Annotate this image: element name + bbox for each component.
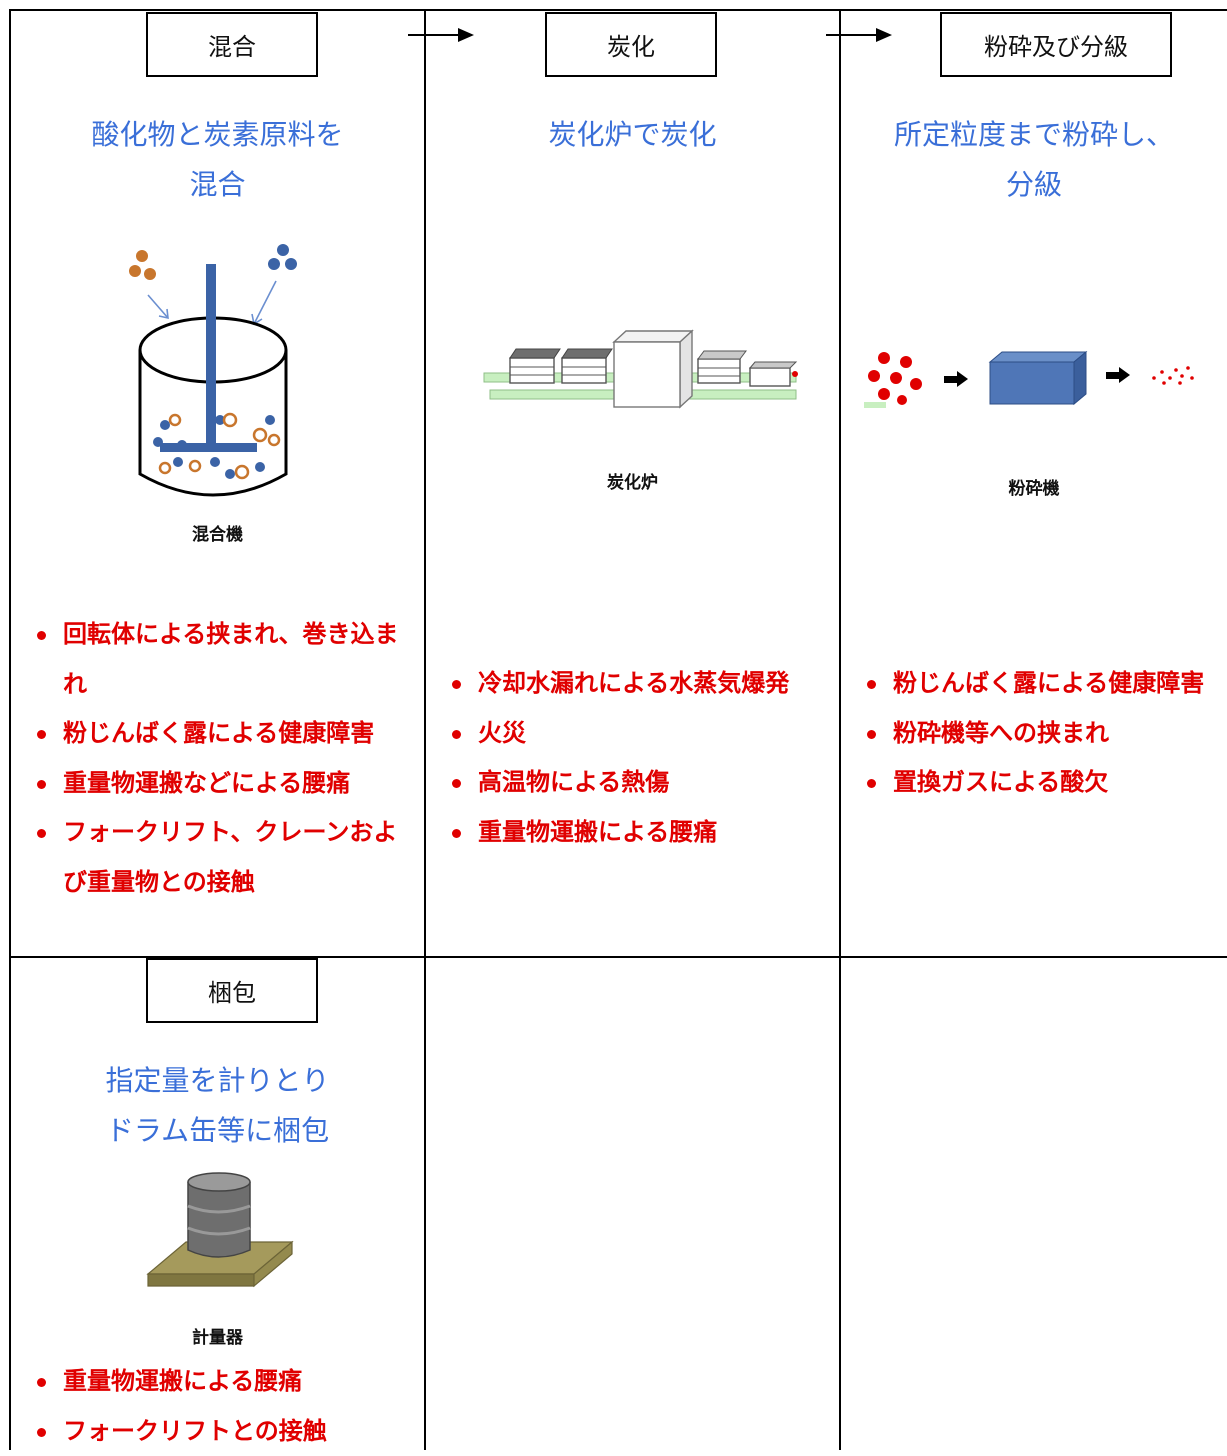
right-arrow-icon <box>1106 367 1130 383</box>
description-line: 酸化物と炭素原料を <box>11 110 424 160</box>
hazard-item: 火災 <box>440 709 835 759</box>
description-line: 分級 <box>841 160 1227 210</box>
description-line: 所定粒度まで粉砕し、 <box>841 110 1227 160</box>
flow-arrow-1 <box>408 26 478 46</box>
hazard-list-carbonization: 冷却水漏れによる水蒸気爆発 火災 高温物による熱傷 重量物運搬による腰痛 <box>440 659 835 857</box>
right-arrow-icon <box>944 371 968 387</box>
hazard-list-mixing: 回転体による挟まれ、巻き込まれ 粉じんばく露による健康障害 重量物運搬などによる… <box>25 610 400 907</box>
table-border-top <box>9 9 1227 11</box>
crusher-illustration <box>864 348 1204 410</box>
hazard-item: 粉じんばく露による健康障害 <box>855 659 1227 709</box>
furnace-icon <box>614 331 692 407</box>
empty-cell <box>841 958 1227 1450</box>
flow-arrow-2 <box>826 26 896 46</box>
table-border-left <box>9 9 11 1450</box>
description-line: 炭化炉で炭化 <box>426 110 839 160</box>
blue-particles-icon <box>268 244 297 270</box>
step-description-carbonization: 炭化炉で炭化 <box>426 110 839 160</box>
hazard-item: 重量物運搬などによる腰痛 <box>25 759 400 809</box>
equipment-caption-scale: 計量器 <box>11 1323 424 1348</box>
hazard-item: 重量物運搬による腰痛 <box>25 1357 415 1407</box>
hazard-item: 重量物運搬による腰痛 <box>440 808 835 858</box>
hazard-item: 冷却水漏れによる水蒸気爆発 <box>440 659 835 709</box>
empty-cell <box>426 958 839 1450</box>
equipment-caption-mixer: 混合機 <box>11 520 424 545</box>
hazard-item: 粉じんばく露による健康障害 <box>25 709 400 759</box>
step-label-carbonization: 炭化 <box>545 12 717 77</box>
description-line: ドラム缶等に梱包 <box>11 1106 424 1156</box>
hazard-item: フォークリフトとの接触 <box>25 1407 415 1456</box>
scale-with-drum-illustration <box>146 1170 296 1292</box>
mixer-illustration <box>120 240 310 502</box>
hazard-list-crushing: 粉じんばく露による健康障害 粉砕機等への挟まれ 置換ガスによる酸欠 <box>855 659 1227 808</box>
hazard-item: 粉砕機等への挟まれ <box>855 709 1227 759</box>
equipment-caption-furnace: 炭化炉 <box>426 468 839 493</box>
fine-particles-icon <box>1152 366 1194 385</box>
step-description-crushing: 所定粒度まで粉砕し、 分級 <box>841 110 1227 210</box>
hazard-list-packing: 重量物運搬による腰痛 フォークリフトとの接触 <box>25 1357 415 1456</box>
hazard-item: フォークリフト、クレーンおよび重量物との接触 <box>25 808 400 907</box>
step-label-mixing: 混合 <box>146 12 318 77</box>
carbonization-furnace-illustration <box>482 330 798 408</box>
orange-particles-icon <box>129 250 156 280</box>
coarse-particles-icon <box>868 352 922 405</box>
description-line: 指定量を計りとり <box>11 1056 424 1106</box>
step-description-packing: 指定量を計りとり ドラム缶等に梱包 <box>11 1056 424 1156</box>
drum-icon <box>188 1173 250 1257</box>
step-label-crushing: 粉砕及び分級 <box>940 12 1172 77</box>
equipment-caption-crusher: 粉砕機 <box>841 474 1227 499</box>
description-line: 混合 <box>11 160 424 210</box>
hazard-item: 置換ガスによる酸欠 <box>855 758 1227 808</box>
step-label-packing: 梱包 <box>146 958 318 1023</box>
hazard-item: 回転体による挟まれ、巻き込まれ <box>25 610 400 709</box>
hazard-item: 高温物による熱傷 <box>440 758 835 808</box>
step-description-mixing: 酸化物と炭素原料を 混合 <box>11 110 424 210</box>
crusher-icon <box>990 352 1086 404</box>
